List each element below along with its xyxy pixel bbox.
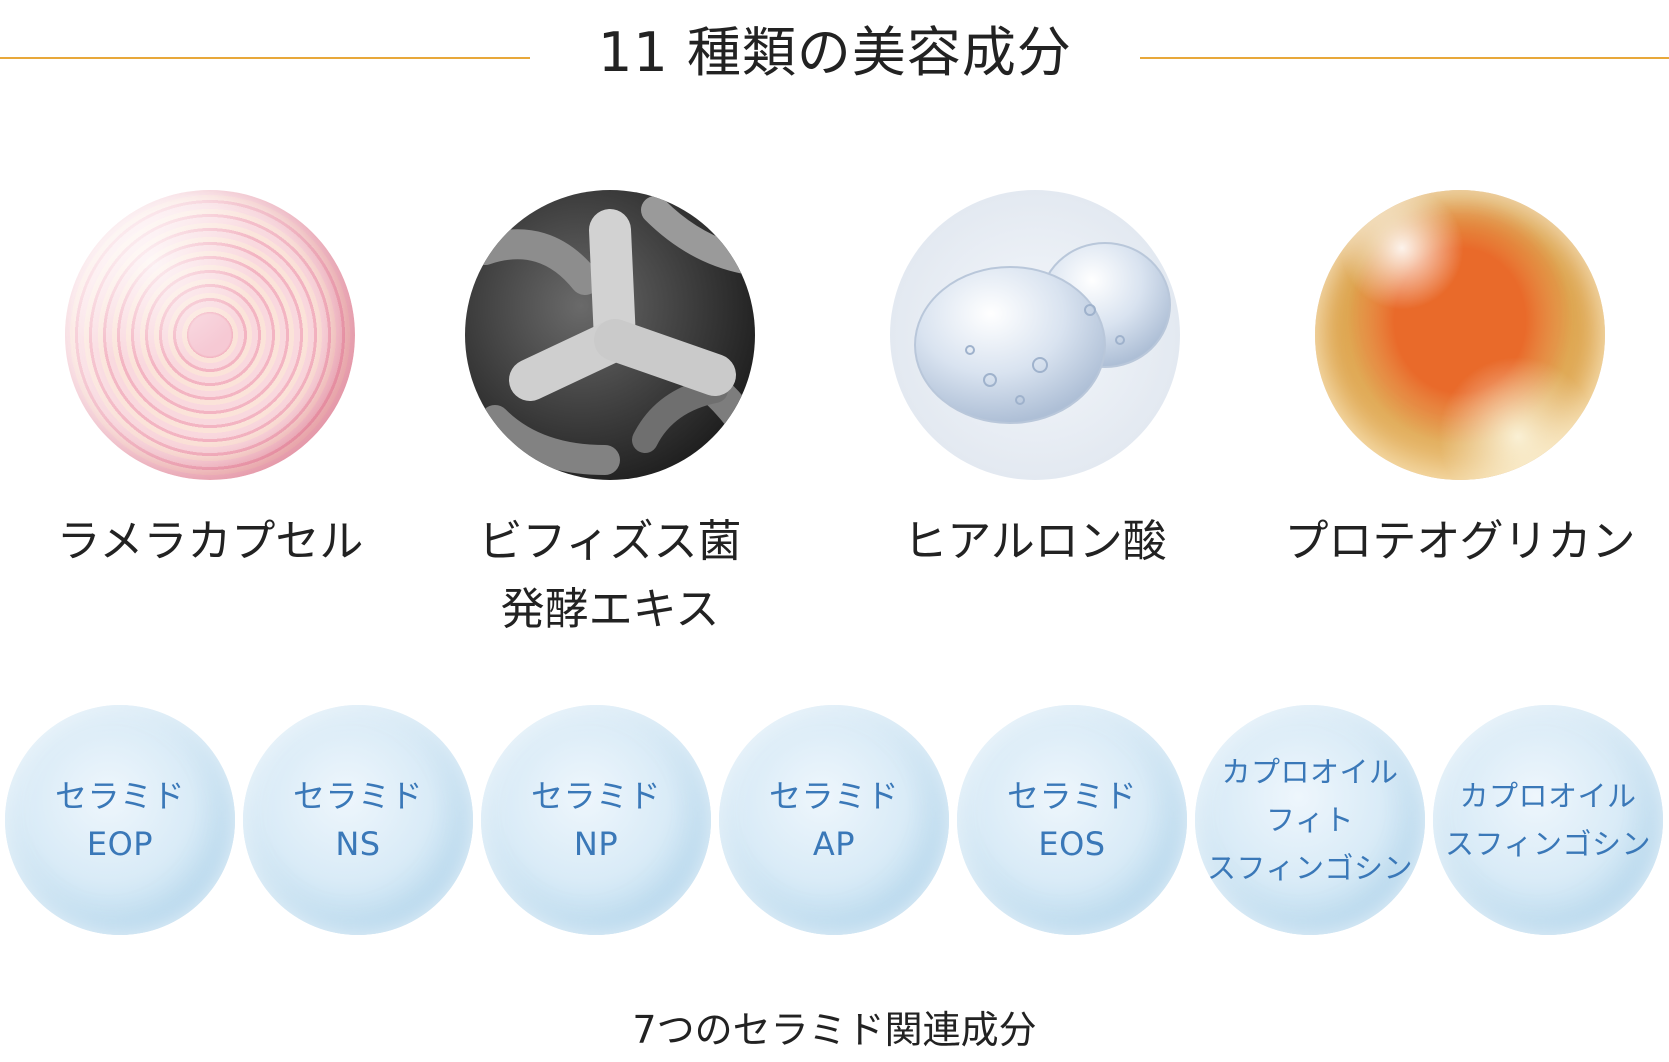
proteoglycan-image xyxy=(1315,190,1605,480)
ingredient-name: ビフィズス菌 発酵エキス xyxy=(478,516,742,635)
bubble-label: セラミド EOP xyxy=(54,777,185,863)
bubble-label: セラミド AP xyxy=(768,777,899,863)
ingredient-bifidobacterium: ビフィズス菌 発酵エキス xyxy=(400,190,820,644)
bifidobacterium-image xyxy=(465,190,755,480)
bubble-label: カプロオイル フィト スフィンゴシン xyxy=(1207,755,1413,885)
bubble-label: セラミド NS xyxy=(292,777,423,863)
title-rule-left xyxy=(0,57,530,59)
page-title: 11 種類の美容成分 xyxy=(598,21,1072,84)
bubble-label: セラミド EOS xyxy=(1006,777,1137,863)
ceramide-bubble-ns: セラミド NS xyxy=(243,705,473,935)
bubble-label: セラミド NP xyxy=(530,777,661,863)
ceramide-bubble-eos: セラミド EOS xyxy=(957,705,1187,935)
ceramide-bubble-caprooyl-phytosphingosine: カプロオイル フィト スフィンゴシン xyxy=(1195,705,1425,935)
ingredient-hyaluronic-acid: ヒアルロン酸 xyxy=(825,190,1245,576)
bubble-label: カプロオイル スフィンゴシン xyxy=(1445,779,1651,861)
hyaluronic-acid-image xyxy=(890,190,1180,480)
ingredient-name: ヒアルロン酸 xyxy=(903,516,1167,567)
lamellar-capsule-image xyxy=(65,190,355,480)
ceramide-bubble-eop: セラミド EOP xyxy=(5,705,235,935)
ceramide-bubble-np: セラミド NP xyxy=(481,705,711,935)
ingredient-lamellar-capsule: ラメラカプセル xyxy=(0,190,420,576)
ingredient-name: プロテオグリカン xyxy=(1284,516,1636,567)
ceramide-caption: 7つのセラミド関連成分 xyxy=(632,1008,1037,1052)
title-rule-right xyxy=(1140,57,1669,59)
ceramide-bubble-caprooyl-sphingosine: カプロオイル スフィンゴシン xyxy=(1433,705,1663,935)
ingredient-proteoglycan: プロテオグリカン xyxy=(1250,190,1669,576)
ceramide-bubble-ap: セラミド AP xyxy=(719,705,949,935)
ingredient-name: ラメラカプセル xyxy=(56,516,364,567)
